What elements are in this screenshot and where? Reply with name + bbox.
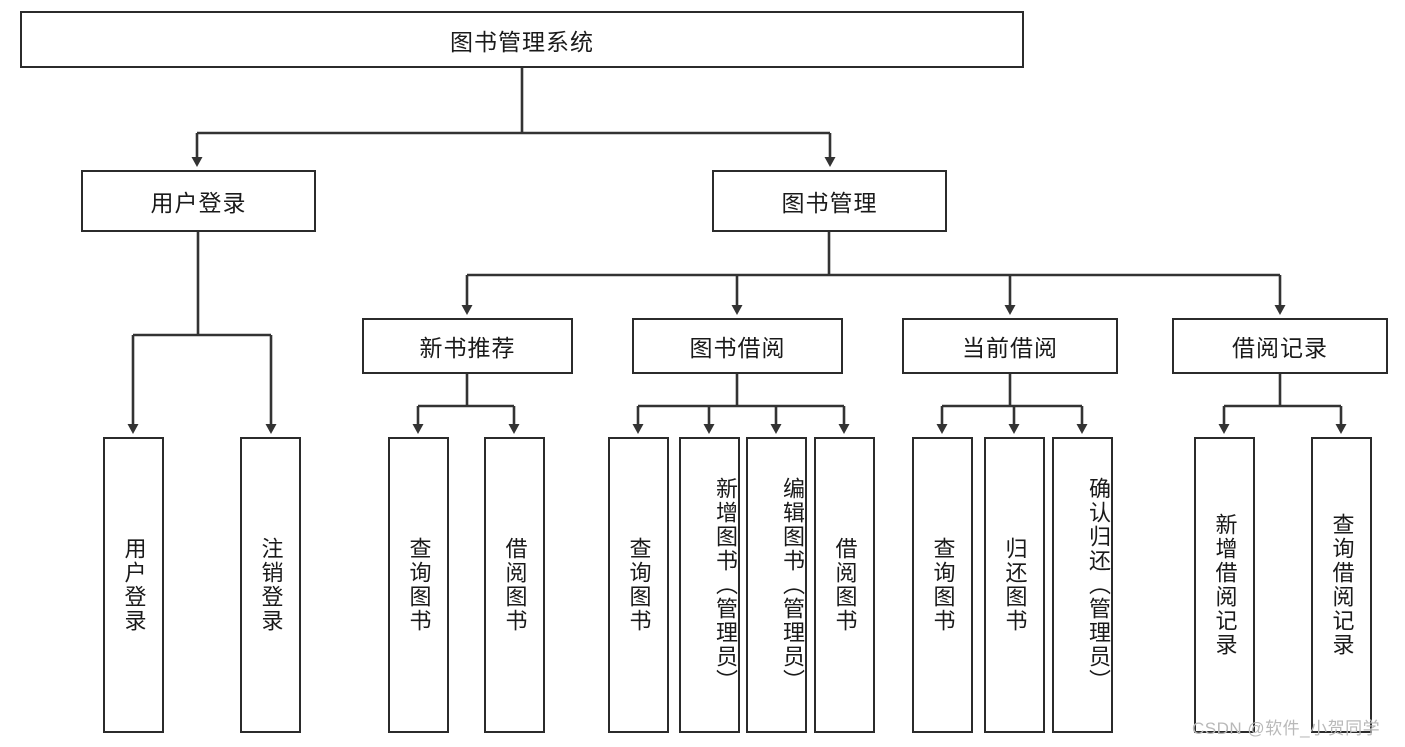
node-current-borrow-label: 当前借阅: [962, 335, 1058, 361]
node-leaf-query-book-1[interactable]: 查询图书: [388, 437, 449, 733]
node-leaf-borrow-book-1[interactable]: 借阅图书: [484, 437, 545, 733]
node-leaf-edit-book[interactable]: 编辑图书（管理员）: [746, 437, 807, 733]
node-new-book-recommend-label: 新书推荐: [419, 335, 516, 361]
node-leaf-user-login[interactable]: 用户登录: [103, 437, 164, 733]
node-leaf-return-book[interactable]: 归还图书: [984, 437, 1045, 733]
watermark-text: CSDN @软件_小贺同学: [1192, 719, 1381, 738]
node-leaf-borrow-book-2-label: 借阅图书: [832, 537, 858, 633]
node-borrow-record-label: 借阅记录: [1232, 335, 1328, 361]
node-leaf-add-record-label: 新增借阅记录: [1212, 513, 1238, 657]
node-leaf-logout[interactable]: 注销登录: [240, 437, 301, 733]
node-leaf-edit-book-label: 编辑图书（管理员）: [780, 477, 805, 693]
node-leaf-confirm-return[interactable]: 确认归还（管理员）: [1052, 437, 1113, 733]
node-leaf-query-book-2-label: 查询图书: [626, 537, 652, 633]
node-leaf-query-book-2[interactable]: 查询图书: [608, 437, 669, 733]
node-new-book-recommend[interactable]: 新书推荐: [362, 318, 573, 374]
node-leaf-query-record-label: 查询借阅记录: [1329, 513, 1355, 657]
node-leaf-borrow-book-1-label: 借阅图书: [502, 537, 528, 633]
node-leaf-user-login-label: 用户登录: [121, 537, 147, 633]
node-book-borrow-label: 图书借阅: [689, 335, 786, 361]
node-borrow-record[interactable]: 借阅记录: [1172, 318, 1388, 374]
node-leaf-query-book-3[interactable]: 查询图书: [912, 437, 973, 733]
node-leaf-return-book-label: 归还图书: [1002, 537, 1028, 633]
node-book-manage-label: 图书管理: [781, 190, 878, 216]
node-leaf-query-book-3-label: 查询图书: [930, 537, 956, 633]
node-leaf-query-record[interactable]: 查询借阅记录: [1311, 437, 1372, 733]
node-leaf-add-record[interactable]: 新增借阅记录: [1194, 437, 1255, 733]
node-leaf-query-book-1-label: 查询图书: [406, 537, 432, 633]
node-book-borrow[interactable]: 图书借阅: [632, 318, 843, 374]
node-current-borrow[interactable]: 当前借阅: [902, 318, 1118, 374]
node-leaf-confirm-return-label: 确认归还（管理员）: [1086, 477, 1111, 693]
node-user-login[interactable]: 用户登录: [81, 170, 316, 232]
node-book-manage[interactable]: 图书管理: [712, 170, 947, 232]
node-leaf-logout-label: 注销登录: [258, 537, 284, 633]
node-leaf-add-book-label: 新增图书（管理员）: [713, 477, 738, 693]
node-leaf-borrow-book-2[interactable]: 借阅图书: [814, 437, 875, 733]
node-user-login-label: 用户登录: [150, 190, 247, 216]
node-leaf-add-book[interactable]: 新增图书（管理员）: [679, 437, 740, 733]
node-root-label: 图书管理系统: [450, 28, 594, 55]
node-root[interactable]: 图书管理系统: [20, 11, 1024, 68]
